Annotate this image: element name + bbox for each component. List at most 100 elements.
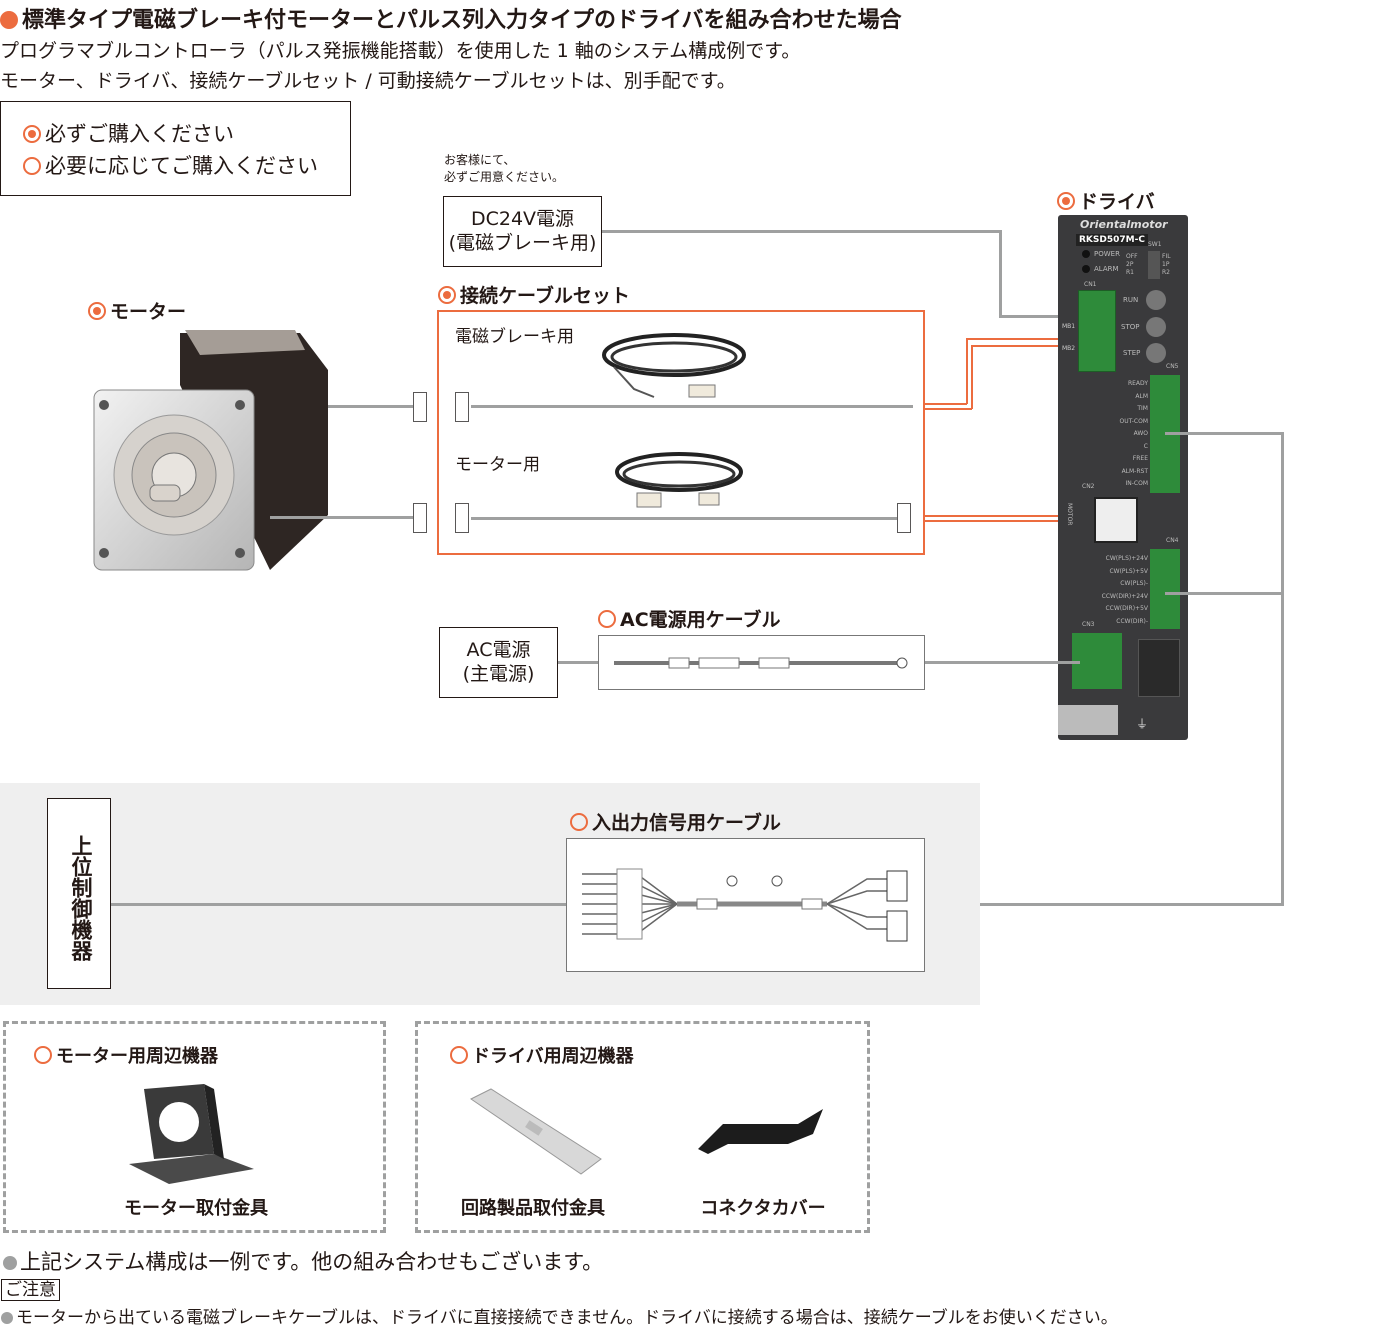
motor-power-plug xyxy=(413,503,427,533)
cn1-connector xyxy=(1078,290,1116,372)
cn5-pin-0: READY xyxy=(1127,380,1148,387)
cn5-pin-2: TIM xyxy=(1137,405,1148,412)
io-cable-to-driver xyxy=(925,903,1284,906)
alarm-led-label: ALARM xyxy=(1094,265,1119,273)
power-led-icon xyxy=(1082,250,1090,258)
io-cable-image xyxy=(582,868,908,942)
optional-icon xyxy=(450,1046,468,1064)
dial-run-label: RUN xyxy=(1123,296,1139,304)
sw1-label: SW1 xyxy=(1148,241,1162,248)
motor-cable-line xyxy=(471,517,897,520)
page-title: 標準タイプ電磁ブレーキ付モーターとパルス列入力タイプのドライバを組み合わせた場合 xyxy=(0,2,902,34)
dc-power-cable xyxy=(602,230,1002,233)
ac-power-label-1: AC電源 xyxy=(466,639,531,661)
cn4-pin-1: CW(PLS)+5V xyxy=(1109,567,1148,575)
sw-off: OFF xyxy=(1126,253,1138,260)
io-cable-box xyxy=(566,838,925,972)
cn4-pin-3: CCW(DIR)+24V xyxy=(1101,592,1148,600)
dc-power-cable-vertical xyxy=(999,230,1002,318)
cn4-pin-0: CW(PLS)+24V xyxy=(1105,555,1148,562)
dc-power-note-line-1: お客様にて、 xyxy=(444,153,516,167)
motor-peripherals-box: モーター用周辺機器 モーター取付金具 xyxy=(3,1021,386,1233)
required-icon xyxy=(23,125,41,143)
motor-cable-label: モーター用 xyxy=(455,455,540,475)
motor-cable-plug-a xyxy=(455,503,469,533)
driver-image: Orientalmotor RKSD507M-C POWER ALARM SW1… xyxy=(1058,215,1188,740)
cn2-label: CN2 xyxy=(1082,483,1095,490)
caution-title: ご注意 xyxy=(1,1279,60,1301)
ac-power-box: AC電源 (主電源) xyxy=(439,627,558,698)
motor-link-2 xyxy=(925,520,1095,522)
controller-label: 上位制御機器 xyxy=(69,835,93,961)
dial-step-label: STEP xyxy=(1123,349,1141,357)
cn5-pin-8: IN-COM xyxy=(1125,480,1148,487)
legend-box: 必ずご購入ください 必要に応じてご購入ください xyxy=(0,101,351,196)
brake-link-3 xyxy=(966,338,1078,340)
cn3-cover xyxy=(1138,639,1180,697)
alarm-led-icon xyxy=(1082,265,1090,273)
ac-cable-right xyxy=(925,661,1080,664)
cn4-pin-2: CW(PLS)- xyxy=(1120,580,1148,587)
cable-set-label: 接続ケーブルセット xyxy=(438,281,630,308)
brake-link-v2 xyxy=(971,345,973,409)
cn4-pin-4: CCW(DIR)+5V xyxy=(1105,605,1148,612)
required-icon xyxy=(438,286,456,304)
dc-power-label-1: DC24V電源 xyxy=(470,208,575,230)
caution-text: モーターから出ている電磁ブレーキケーブルは、ドライバに直接接続できません。ドライ… xyxy=(1,1303,1118,1328)
motor-brake-plug xyxy=(413,392,427,422)
driver-peripherals-box: ドライバ用周辺機器 回路製品取付金具 コネクタカバー xyxy=(415,1021,870,1233)
stop-dial-icon xyxy=(1146,317,1166,337)
motor-peripherals-title: モーター用周辺機器 xyxy=(34,1042,218,1068)
bullet-icon xyxy=(0,11,18,29)
required-icon xyxy=(88,302,106,320)
brake-link-v1 xyxy=(966,338,968,404)
driver-brand: Orientalmotor xyxy=(1080,218,1168,231)
required-icon xyxy=(1057,192,1075,210)
motor-bracket-image xyxy=(129,1084,254,1184)
mounting-plate-image xyxy=(470,1088,602,1175)
brake-cable-image xyxy=(602,333,746,398)
dc-power-label-2: (電磁ブレーキ用) xyxy=(448,232,597,254)
cn5-pin-4: AWO xyxy=(1133,430,1148,437)
dc-power-cable-end xyxy=(999,315,1079,318)
driver-label: ドライバ xyxy=(1057,187,1155,214)
cn5-pin-7: ALM-RST xyxy=(1121,467,1148,475)
cn5-pin-3: OUT-COM xyxy=(1119,417,1148,425)
driver-peripherals-title: ドライバ用周辺機器 xyxy=(450,1042,634,1068)
cn5-pin-labels: READY ALM TIM OUT-COM AWO C FREE ALM-RST… xyxy=(1088,378,1148,491)
run-dial-icon xyxy=(1146,290,1166,310)
sw-1p: 1P xyxy=(1162,261,1170,268)
cn2-connector xyxy=(1094,497,1138,543)
dc-power-note-line-2: 必ずご用意ください。 xyxy=(444,170,565,184)
ground-icon: ⏚ xyxy=(1136,717,1149,731)
terminal-screws xyxy=(1058,705,1118,735)
brake-link-1 xyxy=(925,403,967,405)
optional-icon xyxy=(34,1046,52,1064)
motor-brake-lead xyxy=(328,405,413,408)
io-cable-label: 入出力信号用ケーブル xyxy=(570,808,781,835)
sw-r2: R2 xyxy=(1162,269,1170,276)
legend-required: 必ずご購入ください xyxy=(23,118,234,148)
motor-cable-image xyxy=(615,452,743,508)
sw1-side-left: OFF 2P R1 xyxy=(1126,253,1138,277)
sw1-side-right: FIL 1P R2 xyxy=(1162,253,1171,277)
optional-icon xyxy=(598,610,616,628)
driver-model: RKSD507M-C xyxy=(1076,234,1148,246)
controller-cable xyxy=(111,903,566,906)
controller-box: 上位制御機器 xyxy=(47,798,111,989)
cn4-pin-labels: CW(PLS)+24V CW(PLS)+5V CW(PLS)- CCW(DIR)… xyxy=(1078,553,1148,628)
sw-r1: R1 xyxy=(1126,269,1134,276)
power-led-label: POWER xyxy=(1094,250,1120,258)
dial-stop-label: STOP xyxy=(1121,323,1140,331)
motor-label: モーター xyxy=(88,297,186,324)
cn4-connector xyxy=(1150,549,1180,629)
brake-link-2 xyxy=(925,408,972,410)
brake-cable-label: 電磁ブレーキ用 xyxy=(455,327,574,347)
brake-cable-plug xyxy=(455,392,469,422)
cn3-connector xyxy=(1072,633,1122,689)
io-cable-cn4 xyxy=(1165,592,1283,595)
cn1-label: CN1 xyxy=(1084,281,1097,288)
motor-image xyxy=(93,330,328,571)
brake-cable-line xyxy=(471,405,913,408)
motor-cable-plug-b xyxy=(897,503,911,533)
